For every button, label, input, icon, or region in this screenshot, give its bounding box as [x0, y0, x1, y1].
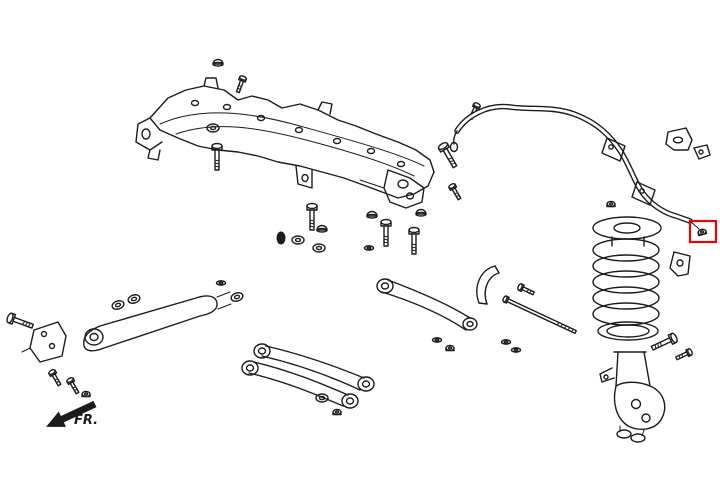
stabilizer-clamp-bracket	[601, 137, 626, 162]
end-link-bracket	[669, 251, 691, 277]
spring-seat	[597, 321, 659, 341]
arm-mount-bracket	[21, 321, 67, 363]
stabilizer-bar	[449, 103, 700, 230]
lateral-link-lower-2	[241, 360, 359, 409]
coil-spring	[592, 238, 660, 326]
c-bracket	[476, 265, 500, 305]
rubber-bushing	[276, 231, 286, 245]
fr-label: FR.	[74, 413, 98, 428]
strut-body-knuckle	[599, 351, 666, 443]
lateral-link-upper	[376, 278, 478, 331]
stabilizer-mount-bracket	[665, 127, 693, 151]
lateral-link-lower-1	[253, 343, 375, 392]
highlight-box	[688, 219, 718, 244]
fr-arrow	[46, 400, 97, 427]
stabilizer-clamp-bracket	[631, 181, 656, 206]
stabilizer-mount-bracket	[693, 144, 711, 160]
trailing-arm	[83, 291, 232, 352]
